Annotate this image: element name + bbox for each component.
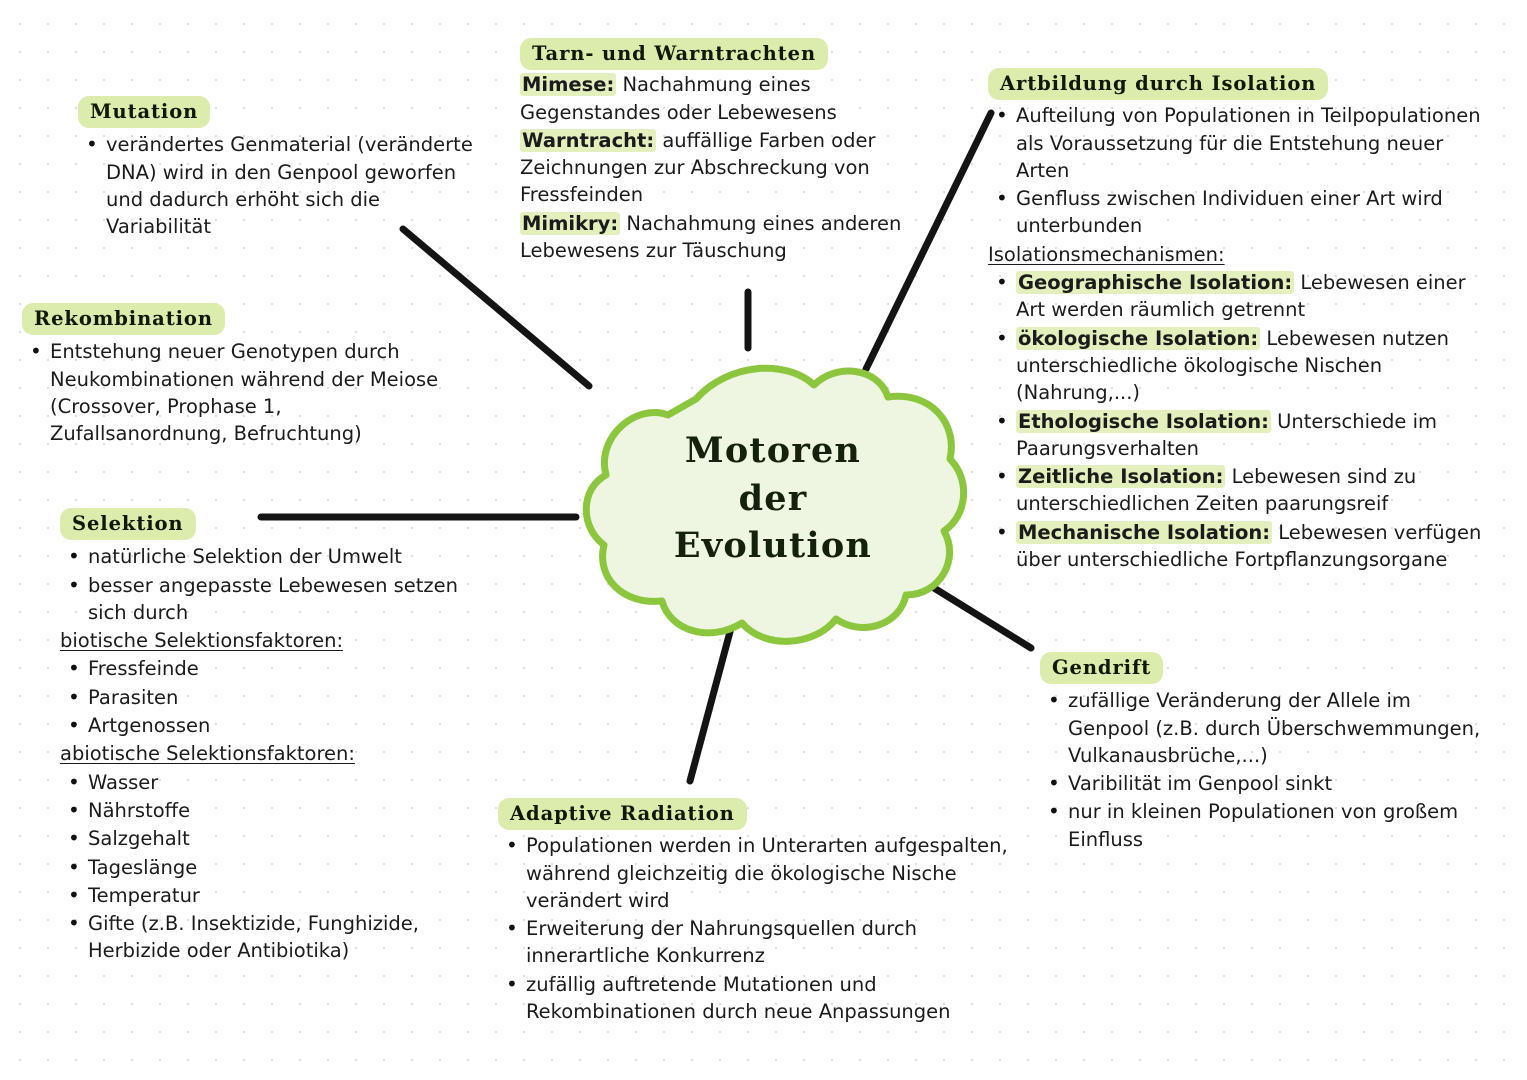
term-oekologische-isolation: ökologische Isolation:: [1016, 326, 1261, 350]
cloud-shape: [582, 364, 967, 645]
section-gendrift: Gendrift zufällige Veränderung der Allel…: [1040, 652, 1490, 854]
list-item: Mechanische Isolation: Lebewesen verfüge…: [988, 518, 1488, 574]
term-warntracht: Warntracht:: [520, 128, 657, 152]
term-geographische-isolation: Geographische Isolation:: [1016, 271, 1295, 295]
list-item: Wasser: [60, 768, 460, 797]
section-heading-tarn: Tarn- und Warntrachten: [520, 38, 829, 71]
list-item: Ethologische Isolation: Unterschiede im …: [988, 407, 1488, 463]
term-mimikry: Mimikry:: [520, 211, 621, 235]
selektion-bullet-list: natürliche Selektion der Umwelt besser a…: [60, 542, 460, 627]
term-ethologische-isolation: Ethologische Isolation:: [1016, 409, 1271, 433]
section-rekombination: Rekombination Entstehung neuer Genotypen…: [22, 303, 452, 448]
term-mechanische-isolation: Mechanische Isolation:: [1016, 520, 1273, 544]
list-item: natürliche Selektion der Umwelt: [60, 542, 460, 571]
list-item: Zeitliche Isolation: Lebewesen sind zu u…: [988, 462, 1488, 518]
list-item: Gifte (z.B. Insektizide, Funghizide, Her…: [60, 909, 460, 965]
artbildung-subheading-mechanisms: Isolationsmechanismen:: [988, 242, 1225, 266]
cloud-title: Motoren der Evolution: [578, 427, 968, 570]
selektion-subheading-abiotic: abiotische Selektionsfaktoren:: [60, 742, 355, 766]
definition-mimese: Nachahmung eines Gegenstandes oder Lebew…: [520, 73, 837, 124]
list-item: Parasiten: [60, 683, 460, 712]
section-heading-rekombination: Rekombination: [22, 303, 225, 336]
central-cloud: Motoren der Evolution: [578, 355, 968, 655]
rekombination-bullet-list: Entstehung neuer Genotypen durch Neukomb…: [22, 337, 452, 447]
list-item: Populationen werden in Unterarten aufges…: [498, 831, 1043, 914]
section-artbildung-durch-isolation: Artbildung durch Isolation Aufteilung vo…: [988, 68, 1488, 574]
list-item: zufällig auftretende Mutationen und Reko…: [498, 970, 1043, 1026]
definition-ethologische-isolation: Unterschiede im Paarungsverhalten: [1016, 409, 1438, 460]
section-tarn-und-warntrachten: Tarn- und Warntrachten Mimese: Nachahmun…: [520, 38, 940, 265]
selektion-abiotic-list: Wasser Nährstoffe Salzgehalt Tageslänge …: [60, 768, 460, 965]
selektion-subheading-biotic: biotische Selektionsfaktoren:: [60, 629, 344, 653]
list-item: zufällige Veränderung der Allele im Genp…: [1040, 686, 1490, 769]
section-heading-selektion: Selektion: [60, 508, 196, 541]
section-heading-gendrift: Gendrift: [1040, 652, 1164, 685]
definition-warntracht: auffällige Farben oder Zeichnungen zur A…: [520, 128, 876, 207]
list-item: Tageslänge: [60, 853, 460, 882]
gendrift-bullet-list: zufällige Veränderung der Allele im Genp…: [1040, 686, 1490, 853]
list-item: Mimikry: Nachahmung eines anderen Lebewe…: [520, 210, 940, 265]
section-mutation: Mutation verändertes Genmaterial (veränd…: [78, 96, 478, 241]
list-item: Warntracht: auffällige Farben oder Zeich…: [520, 127, 940, 209]
list-item: Genfluss zwischen Individuen einer Art w…: [988, 184, 1488, 240]
section-adaptive-radiation: Adaptive Radiation Populationen werden i…: [498, 798, 1043, 1026]
list-item: verändertes Genmaterial (veränderte DNA)…: [78, 130, 478, 240]
cloud-title-line-2: der: [738, 477, 808, 519]
list-item: Artgenossen: [60, 711, 460, 740]
list-item: ökologische Isolation: Lebewesen nutzen …: [988, 324, 1488, 407]
section-heading-artbildung: Artbildung durch Isolation: [988, 68, 1329, 101]
section-selektion: Selektion natürliche Selektion der Umwel…: [60, 508, 460, 966]
list-item: Fressfeinde: [60, 654, 460, 683]
list-item: Erweiterung der Nahrungsquellen durch in…: [498, 914, 1043, 970]
definition-oekologische-isolation: Lebewesen nutzen unterschiedliche ökolog…: [1016, 326, 1449, 405]
list-item: nur in kleinen Populationen von großem E…: [1040, 797, 1490, 853]
list-item: Entstehung neuer Genotypen durch Neukomb…: [22, 337, 452, 447]
section-heading-mutation: Mutation: [78, 96, 211, 129]
artbildung-bullet-list: Aufteilung von Populationen in Teilpopul…: [988, 101, 1488, 240]
list-item: Mimese: Nachahmung eines Gegenstandes od…: [520, 71, 940, 126]
cloud-title-line-3: Evolution: [673, 525, 873, 567]
list-item: Aufteilung von Populationen in Teilpopul…: [988, 101, 1488, 184]
list-item: Salzgehalt: [60, 824, 460, 853]
definition-mimikry: Nachahmung eines anderen Lebewesens zur …: [520, 211, 902, 263]
isolation-mechanism-list: Geographische Isolation: Lebewesen einer…: [988, 268, 1488, 574]
list-item: Nährstoffe: [60, 796, 460, 825]
mutation-bullet-list: verändertes Genmaterial (veränderte DNA)…: [78, 130, 478, 240]
list-item: Varibilität im Genpool sinkt: [1040, 769, 1490, 798]
definition-zeitliche-isolation: Lebewesen sind zu unterschiedlichen Zeit…: [1016, 465, 1417, 516]
term-zeitliche-isolation: Zeitliche Isolation:: [1016, 465, 1226, 489]
list-item: Temperatur: [60, 881, 460, 910]
term-mimese: Mimese:: [520, 73, 617, 97]
list-item: Geographische Isolation: Lebewesen einer…: [988, 268, 1488, 324]
definition-mechanische-isolation: Lebewesen verfügen über unterschiedliche…: [1016, 520, 1482, 572]
section-heading-adaptive-radiation: Adaptive Radiation: [498, 798, 747, 831]
selektion-biotic-list: Fressfeinde Parasiten Artgenossen: [60, 654, 460, 740]
cloud-title-line-1: Motoren: [684, 430, 862, 471]
definition-geographische-isolation: Lebewesen einer Art werden räumlich getr…: [1016, 271, 1466, 322]
adaptive-bullet-list: Populationen werden in Unterarten aufges…: [498, 831, 1043, 1026]
tarn-definition-list: Mimese: Nachahmung eines Gegenstandes od…: [520, 71, 940, 264]
list-item: besser angepasste Lebewesen setzen sich …: [60, 571, 460, 627]
